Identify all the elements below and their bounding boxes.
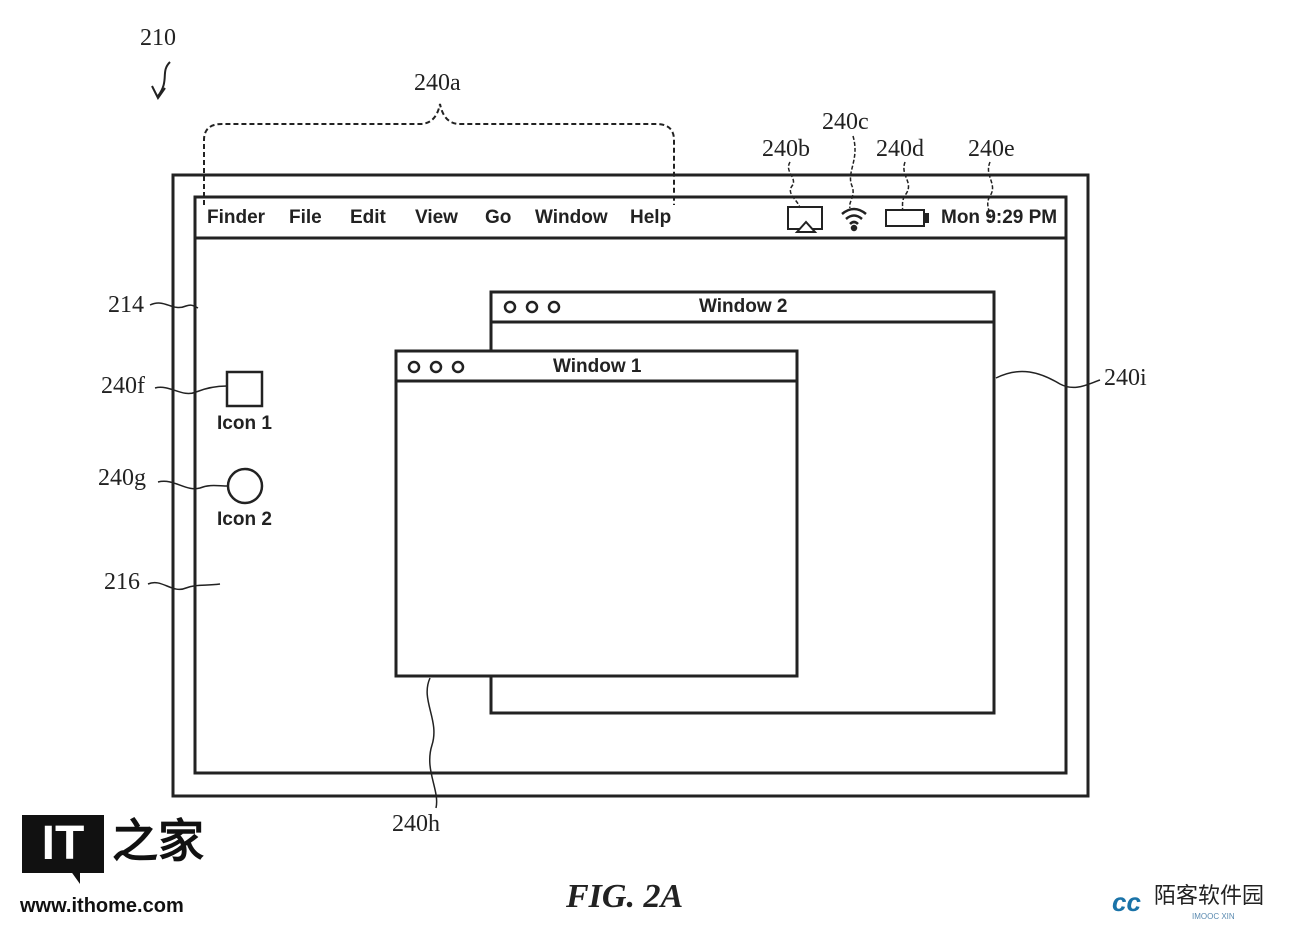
window2-traffic-lights[interactable] bbox=[503, 300, 561, 314]
leader-240c bbox=[848, 135, 856, 209]
display-frame-outer bbox=[171, 173, 1090, 798]
ref-240f: 240f bbox=[101, 373, 145, 399]
icon2-circle bbox=[226, 467, 264, 505]
battery-icon bbox=[885, 209, 929, 227]
ref-210: 210 bbox=[140, 25, 176, 51]
window1-traffic-lights[interactable] bbox=[407, 360, 465, 374]
menu-window[interactable]: Window bbox=[535, 207, 608, 228]
ithome-logo: IT bbox=[22, 815, 104, 873]
mk-logo-text: 陌客软件园 bbox=[1154, 884, 1265, 909]
menubar-clock: Mon 9:29 PM bbox=[941, 207, 1058, 228]
ref-214: 214 bbox=[108, 292, 144, 318]
ithome-logo-tail bbox=[70, 870, 80, 884]
menu-file[interactable]: File bbox=[289, 207, 322, 228]
leader-240h bbox=[426, 677, 438, 809]
leader-214 bbox=[149, 302, 199, 309]
menu-help[interactable]: Help bbox=[630, 207, 672, 228]
ref-240a: 240a bbox=[414, 70, 461, 96]
ithome-logo-cn: 之家 bbox=[112, 814, 204, 868]
leader-216 bbox=[147, 581, 221, 591]
leader-240d bbox=[901, 161, 910, 211]
display-frame-inner bbox=[193, 195, 1068, 775]
brace-240a bbox=[203, 103, 675, 205]
window2-title: Window 2 bbox=[699, 296, 788, 317]
ref-240c: 240c bbox=[822, 109, 869, 135]
wifi-icon bbox=[841, 207, 867, 232]
window1-frame bbox=[394, 349, 799, 678]
menu-view[interactable]: View bbox=[415, 207, 458, 228]
arrow-210 bbox=[157, 61, 171, 97]
icon2-label[interactable]: Icon 2 bbox=[217, 509, 272, 530]
arrowhead-210 bbox=[151, 85, 166, 100]
ithome-url: www.ithome.com bbox=[20, 895, 184, 917]
window1-title: Window 1 bbox=[553, 356, 642, 377]
menu-edit[interactable]: Edit bbox=[350, 207, 386, 228]
figure-caption: FIG. 2A bbox=[566, 878, 684, 915]
icon1-square bbox=[225, 370, 264, 408]
leader-240f bbox=[154, 385, 228, 395]
ref-240g: 240g bbox=[98, 465, 146, 491]
leader-240b bbox=[787, 161, 801, 209]
ref-216: 216 bbox=[104, 569, 140, 595]
menu-go[interactable]: Go bbox=[485, 207, 512, 228]
ref-240e: 240e bbox=[968, 136, 1015, 162]
leader-240i bbox=[995, 370, 1101, 389]
ref-240i: 240i bbox=[1104, 365, 1147, 391]
mk-logo-subtext: IMOOC XIN bbox=[1192, 912, 1235, 921]
ref-240d: 240d bbox=[876, 136, 924, 162]
ref-240h: 240h bbox=[392, 811, 440, 837]
ref-240b: 240b bbox=[762, 136, 810, 162]
icon1-label[interactable]: Icon 1 bbox=[217, 413, 272, 434]
airplay-icon bbox=[787, 206, 823, 233]
menu-finder[interactable]: Finder bbox=[207, 207, 266, 228]
mk-logo-icon: cc bbox=[1112, 887, 1141, 917]
leader-240g bbox=[157, 480, 229, 490]
